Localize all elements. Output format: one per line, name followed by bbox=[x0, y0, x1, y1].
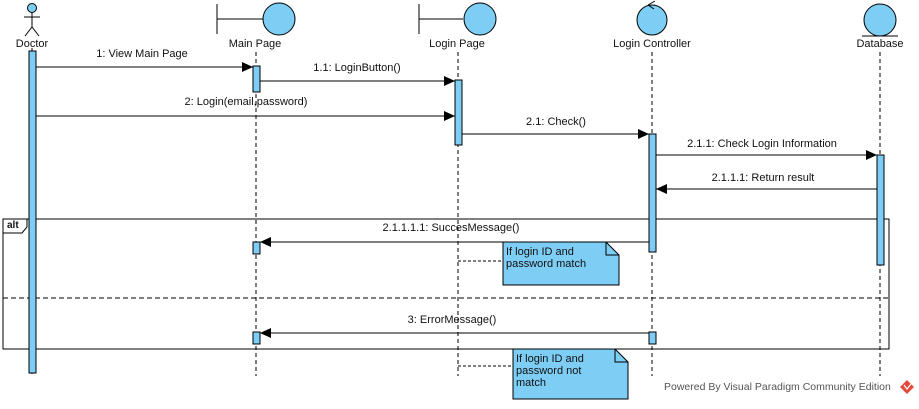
note-success-line-1: If login ID and bbox=[506, 246, 574, 258]
activation-database bbox=[876, 154, 885, 266]
control-icon bbox=[636, 0, 668, 36]
message-label-1: 1: View Main Page bbox=[96, 48, 188, 60]
note-success-line-2: password match bbox=[506, 258, 587, 270]
note-success-shape bbox=[502, 241, 620, 286]
visual-paradigm-logo-icon bbox=[900, 380, 914, 394]
participant-login-page-label: Login Page bbox=[429, 38, 485, 50]
participant-database-label: Database bbox=[856, 38, 904, 50]
footer-watermark: Powered By Visual Paradigm Community Edi… bbox=[664, 381, 891, 393]
participant-doctor-label: Doctor bbox=[15, 38, 49, 50]
note-failure-line-3: match bbox=[516, 377, 546, 389]
message-label-2: 2: Login(email,password) bbox=[184, 96, 308, 108]
message-label-2-1-1-1: 2.1.1.1: Return result bbox=[711, 172, 815, 184]
note-failure-shape bbox=[512, 348, 629, 400]
message-label-error: 3: ErrorMessage() bbox=[407, 314, 497, 326]
participant-main-page-label: Main Page bbox=[228, 38, 282, 50]
activation-doctor bbox=[28, 50, 37, 374]
boundary-icon bbox=[418, 2, 497, 36]
message-label-1-1: 1.1: LoginButton() bbox=[313, 62, 401, 74]
activation-login-controller-2 bbox=[648, 331, 657, 345]
note-connectors bbox=[458, 260, 513, 367]
note-failure: If login ID and password not match bbox=[516, 353, 584, 389]
activation-login-controller bbox=[648, 133, 657, 253]
alt-operator-box bbox=[2, 218, 28, 234]
message-label-2-1: 2.1: Check() bbox=[526, 116, 586, 128]
activation-bars bbox=[28, 50, 885, 374]
alt-operator-label: alt bbox=[7, 220, 19, 231]
activation-main-page-2 bbox=[252, 241, 261, 255]
message-label-success: 2.1.1.1.1: SuccesMessage() bbox=[382, 222, 520, 234]
entity-icon bbox=[862, 3, 898, 37]
activation-main-page-1 bbox=[252, 65, 261, 93]
activation-login-page bbox=[454, 79, 463, 146]
boundary-icon bbox=[216, 2, 296, 36]
actor-icon bbox=[24, 3, 40, 37]
note-failure-line-1: If login ID and bbox=[516, 353, 584, 365]
note-failure-line-2: password not bbox=[516, 365, 582, 377]
message-label-2-1-1: 2.1.1: Check Login Information bbox=[687, 138, 837, 150]
alt-fragment bbox=[2, 218, 890, 350]
participant-login-controller-label: Login Controller bbox=[613, 38, 691, 50]
note-success: If login ID and password match bbox=[506, 246, 586, 270]
activation-main-page-3 bbox=[252, 331, 261, 345]
